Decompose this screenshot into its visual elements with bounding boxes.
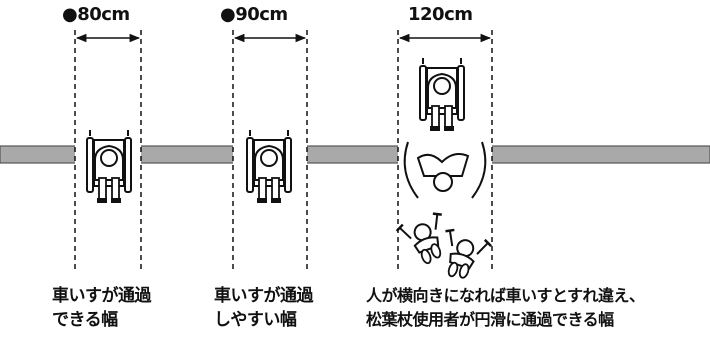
caption-120cm-line1: 人が横向きになれば車いすとすれ違え、 [366,286,645,305]
caption-80cm-line1: 車いすが通過 [52,286,152,306]
width-label-80cm: ●80cm [62,4,130,25]
corridor-wall [0,145,710,164]
caption-120cm-line2: 松葉杖使用者が円滑に通過できる幅 [366,310,614,329]
width-label-90cm: ●90cm [220,4,288,25]
sideways-person-icon [403,141,487,199]
width-label-120cm: 120cm [408,4,473,25]
caption-80cm-line2: できる幅 [52,310,118,330]
caption-90cm-line2: しやすい幅 [214,310,297,330]
caption-90cm-line1: 車いすが通過 [214,286,314,306]
